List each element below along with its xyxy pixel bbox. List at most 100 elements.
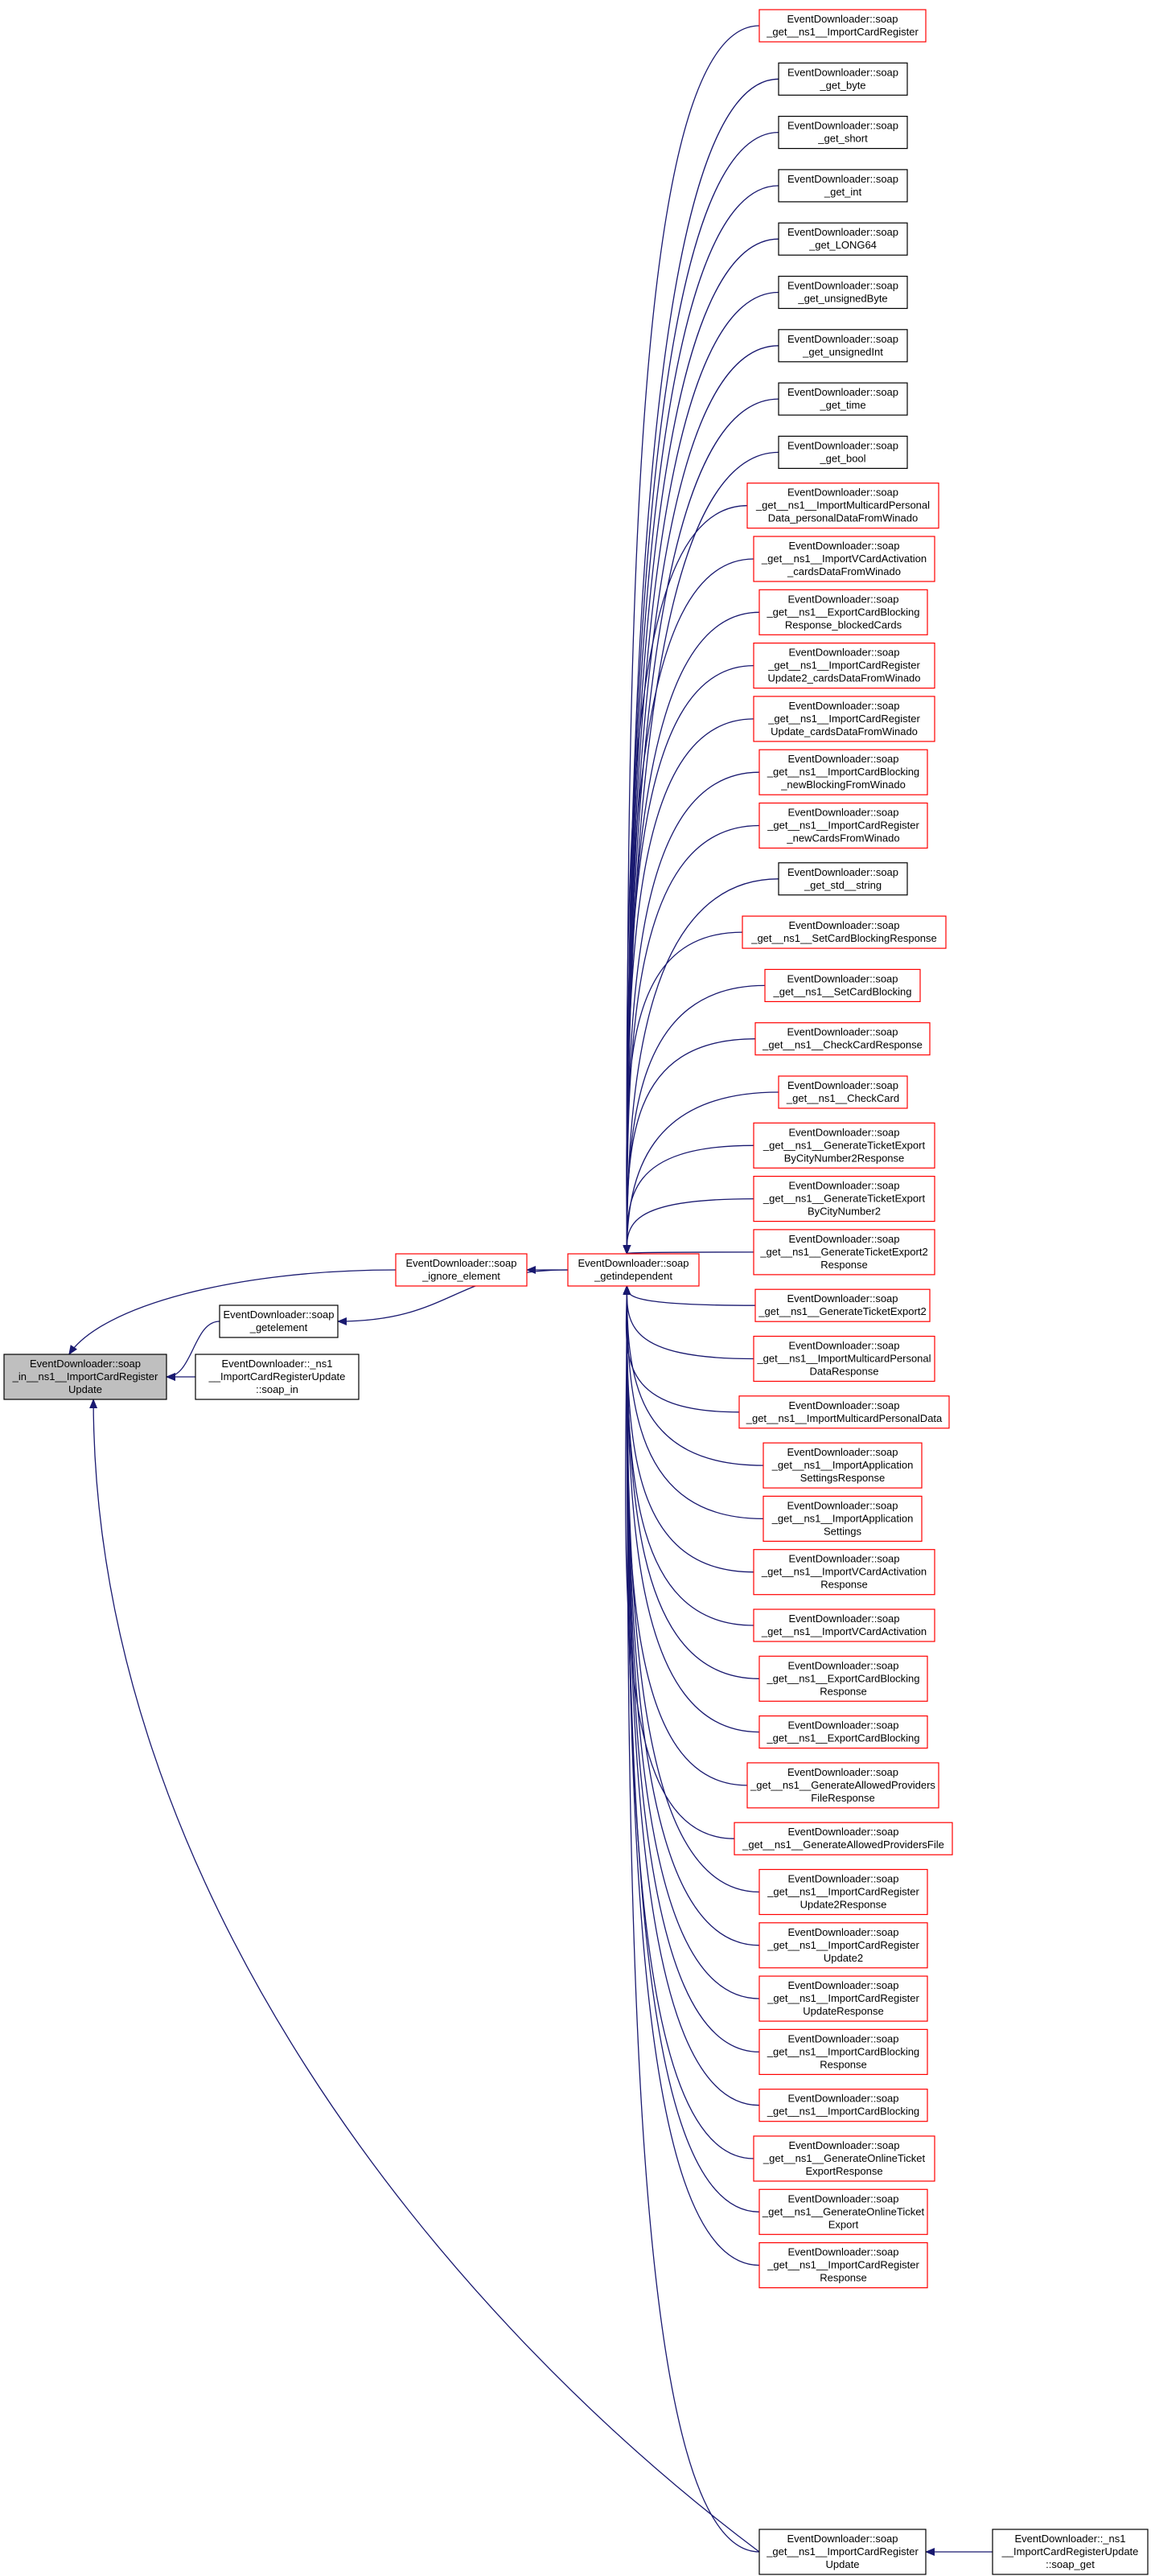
node-box[interactable] (758, 802, 928, 849)
node-ignore_element[interactable]: EventDownloader::soap_ignore_element (395, 1253, 528, 1287)
node-box[interactable] (763, 1495, 923, 1543)
node-box[interactable] (778, 1075, 908, 1109)
node-box[interactable] (778, 62, 908, 96)
node-box[interactable] (754, 1288, 931, 1322)
node-r4[interactable]: EventDownloader::soap_get_LONG64 (778, 222, 908, 256)
node-r25[interactable]: EventDownloader::soap_get__ns1__ImportMu… (753, 1335, 935, 1382)
node-box[interactable] (778, 116, 908, 150)
node-r17[interactable]: EventDownloader::soap_get__ns1__SetCardB… (742, 915, 947, 949)
node-r40[interactable]: EventDownloader::soap_get__ns1__Generate… (753, 2135, 935, 2182)
node-r43[interactable]: EventDownloader::soap_get__ns1__ImportCa… (758, 2529, 927, 2575)
node-box[interactable] (753, 1335, 935, 1382)
node-r31[interactable]: EventDownloader::soap_get__ns1__ExportCa… (758, 1655, 928, 1702)
node-box[interactable] (758, 2028, 928, 2075)
node-r34[interactable]: EventDownloader::soap_get__ns1__Generate… (734, 1822, 953, 1855)
node-r23[interactable]: EventDownloader::soap_get__ns1__Generate… (753, 1229, 935, 1276)
node-r20[interactable]: EventDownloader::soap_get__ns1__CheckCar… (778, 1075, 908, 1109)
node-box[interactable] (778, 329, 908, 363)
node-r14[interactable]: EventDownloader::soap_get__ns1__ImportCa… (758, 749, 928, 795)
node-box[interactable] (764, 968, 921, 1003)
node-box[interactable] (758, 1975, 928, 2022)
node-box[interactable] (758, 2089, 928, 2122)
node-box[interactable] (992, 2529, 1149, 2575)
node-r26[interactable]: EventDownloader::soap_get__ns1__ImportMu… (738, 1395, 950, 1429)
node-box[interactable] (753, 1549, 935, 1596)
node-r12[interactable]: EventDownloader::soap_get__ns1__ImportCa… (753, 642, 935, 689)
node-r6[interactable]: EventDownloader::soap_get_unsignedInt (778, 329, 908, 363)
node-r36[interactable]: EventDownloader::soap_get__ns1__ImportCa… (758, 1922, 928, 1969)
node-r27[interactable]: EventDownloader::soap_get__ns1__ImportAp… (763, 1442, 923, 1489)
node-box[interactable] (753, 1608, 935, 1642)
node-box[interactable] (758, 2242, 928, 2289)
node-r42[interactable]: EventDownloader::soap_get__ns1__ImportCa… (758, 2242, 928, 2289)
node-box[interactable] (758, 749, 928, 795)
node-r35[interactable]: EventDownloader::soap_get__ns1__ImportCa… (758, 1868, 928, 1916)
node-r16[interactable]: EventDownloader::soap_get_std__string (778, 862, 908, 896)
node-box[interactable] (567, 1253, 700, 1287)
node-box[interactable] (753, 1229, 935, 1276)
node-r24[interactable]: EventDownloader::soap_get__ns1__Generate… (754, 1288, 931, 1322)
node-box[interactable] (734, 1822, 953, 1855)
node-box[interactable] (3, 1354, 167, 1400)
node-box[interactable] (758, 1922, 928, 1969)
node-box[interactable] (763, 1442, 923, 1489)
node-box[interactable] (758, 9, 927, 43)
node-r30[interactable]: EventDownloader::soap_get__ns1__ImportVC… (753, 1608, 935, 1642)
node-r3[interactable]: EventDownloader::soap_get_int (778, 169, 908, 203)
node-box[interactable] (753, 2135, 935, 2182)
node-box[interactable] (758, 1868, 928, 1916)
node-box[interactable] (758, 2188, 928, 2235)
node-r39[interactable]: EventDownloader::soap_get__ns1__ImportCa… (758, 2089, 928, 2122)
node-box[interactable] (754, 1022, 931, 1056)
node-box[interactable] (746, 1762, 939, 1809)
node-box[interactable] (758, 589, 928, 635)
node-r7[interactable]: EventDownloader::soap_get_time (778, 382, 908, 416)
node-r5[interactable]: EventDownloader::soap_get_unsignedByte (778, 275, 908, 310)
node-box[interactable] (395, 1253, 528, 1287)
node-r29[interactable]: EventDownloader::soap_get__ns1__ImportVC… (753, 1549, 935, 1596)
node-box[interactable] (778, 169, 908, 203)
node-box[interactable] (758, 2529, 927, 2575)
node-r21[interactable]: EventDownloader::soap_get__ns1__Generate… (753, 1122, 935, 1169)
node-box[interactable] (778, 275, 908, 310)
node-r41[interactable]: EventDownloader::soap_get__ns1__Generate… (758, 2188, 928, 2235)
node-box[interactable] (753, 696, 935, 742)
node-box[interactable] (758, 1715, 928, 1749)
node-box[interactable] (778, 862, 908, 896)
node-r9[interactable]: EventDownloader::soap_get__ns1__ImportMu… (746, 483, 939, 529)
node-box[interactable] (753, 1122, 935, 1169)
node-r8[interactable]: EventDownloader::soap_get_bool (778, 435, 908, 470)
node-getindependent[interactable]: EventDownloader::soap_getindependent (567, 1253, 700, 1287)
node-r38[interactable]: EventDownloader::soap_get__ns1__ImportCa… (758, 2028, 928, 2075)
node-box[interactable] (753, 1175, 935, 1222)
node-r19[interactable]: EventDownloader::soap_get__ns1__CheckCar… (754, 1022, 931, 1056)
node-r10[interactable]: EventDownloader::soap_get__ns1__ImportVC… (753, 536, 935, 582)
node-box[interactable] (758, 1655, 928, 1702)
node-r1[interactable]: EventDownloader::soap_get_byte (778, 62, 908, 96)
node-r33[interactable]: EventDownloader::soap_get__ns1__Generate… (746, 1762, 939, 1809)
node-box[interactable] (778, 222, 908, 256)
node-box[interactable] (219, 1304, 339, 1338)
node-soap_in[interactable]: EventDownloader::_ns1__ImportCardRegiste… (195, 1354, 360, 1400)
node-box[interactable] (778, 382, 908, 416)
node-box[interactable] (753, 642, 935, 689)
node-root[interactable]: EventDownloader::soap_in__ns1__ImportCar… (3, 1354, 167, 1400)
node-soap_get[interactable]: EventDownloader::_ns1__ImportCardRegiste… (992, 2529, 1149, 2575)
node-r18[interactable]: EventDownloader::soap_get__ns1__SetCardB… (764, 968, 921, 1003)
node-box[interactable] (746, 483, 939, 529)
node-r22[interactable]: EventDownloader::soap_get__ns1__Generate… (753, 1175, 935, 1222)
node-box[interactable] (738, 1395, 950, 1429)
node-r28[interactable]: EventDownloader::soap_get__ns1__ImportAp… (763, 1495, 923, 1543)
node-r13[interactable]: EventDownloader::soap_get__ns1__ImportCa… (753, 696, 935, 742)
node-r11[interactable]: EventDownloader::soap_get__ns1__ExportCa… (758, 589, 928, 635)
node-r15[interactable]: EventDownloader::soap_get__ns1__ImportCa… (758, 802, 928, 849)
node-box[interactable] (778, 435, 908, 470)
node-r37[interactable]: EventDownloader::soap_get__ns1__ImportCa… (758, 1975, 928, 2022)
node-r32[interactable]: EventDownloader::soap_get__ns1__ExportCa… (758, 1715, 928, 1749)
node-box[interactable] (742, 915, 947, 949)
node-box[interactable] (195, 1354, 360, 1400)
node-r0[interactable]: EventDownloader::soap_get__ns1__ImportCa… (758, 9, 927, 43)
node-getelement[interactable]: EventDownloader::soap_getelement (219, 1304, 339, 1338)
node-r2[interactable]: EventDownloader::soap_get_short (778, 116, 908, 150)
node-box[interactable] (753, 536, 935, 582)
